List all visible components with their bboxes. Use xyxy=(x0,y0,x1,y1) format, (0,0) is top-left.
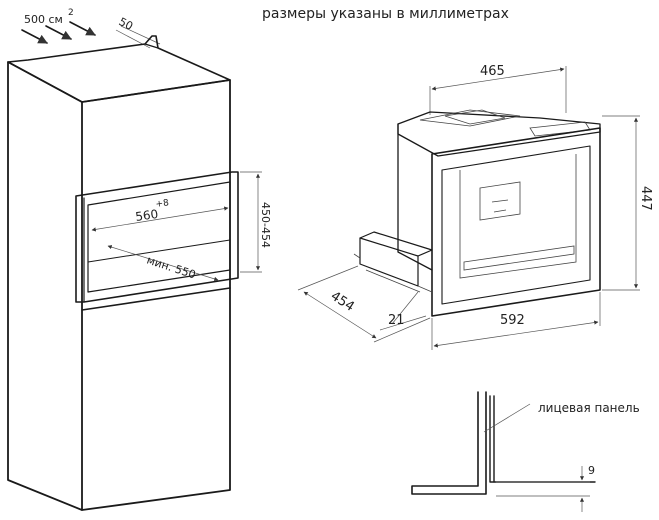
niche-opening xyxy=(75,171,239,303)
vent-gap-dim-line xyxy=(120,25,161,45)
front-frame-outer xyxy=(431,127,601,317)
panel-detail: лицевая панель 9 xyxy=(411,391,640,512)
depth-dim xyxy=(303,291,377,339)
machine-drawing: 465 447 592 454 xyxy=(297,64,653,350)
drip-tray xyxy=(463,245,575,271)
width-top-dim xyxy=(431,67,565,91)
bean-hopper xyxy=(419,109,521,127)
panel-label: лицевая панель xyxy=(538,401,640,415)
machine-left-side xyxy=(397,123,433,271)
offset-label: 21 xyxy=(388,313,405,328)
rail-top xyxy=(359,231,433,257)
cabinet-drawing: 500 см 2 50 560 +8 мин. 550 450-454 xyxy=(7,8,272,511)
niche-depth-dim xyxy=(107,245,219,281)
niche-depth-label: мин. 550 xyxy=(145,253,197,281)
bean-hopper-lid xyxy=(444,109,506,125)
gap-label: 9 xyxy=(588,464,595,477)
depth-ext-back xyxy=(373,317,431,343)
niche-width-tolerance: +8 xyxy=(155,198,170,210)
vent-gap-label: 50 xyxy=(117,15,135,33)
width-top-label: 465 xyxy=(480,64,505,79)
niche-height-label: 450-454 xyxy=(259,202,272,248)
offset-ext xyxy=(391,291,419,325)
coffee-spout xyxy=(479,181,521,221)
front-frame-inner xyxy=(441,145,591,305)
vent-area-label: 500 см xyxy=(24,13,63,26)
cabinet-front xyxy=(81,79,231,511)
offset-dim xyxy=(379,315,427,331)
cabinet-top xyxy=(7,35,231,103)
lower-panel-top xyxy=(81,287,231,311)
niche-back xyxy=(87,181,231,293)
units-note: размеры указаны в миллиметрах xyxy=(262,6,509,22)
cabinet-left-side xyxy=(7,61,83,511)
panel-profile xyxy=(411,391,487,495)
depth-ext-front xyxy=(297,265,359,291)
dispenser-recess xyxy=(459,154,577,279)
panel-leader xyxy=(483,403,531,433)
width-front-dim xyxy=(433,320,599,348)
niche-width-dim xyxy=(91,206,229,232)
rail-end xyxy=(417,285,433,293)
height-label: 447 xyxy=(638,186,653,211)
rail-front xyxy=(359,237,419,287)
width-front-label: 592 xyxy=(500,313,525,328)
spout-nozzles xyxy=(491,199,509,213)
rail-slide xyxy=(353,253,421,293)
vent-area-superscript: 2 xyxy=(68,8,74,18)
depth-label: 454 xyxy=(328,289,357,315)
vent-gap-dim-line-2 xyxy=(115,29,151,49)
ventilation-arrows xyxy=(21,21,96,44)
vent-slot xyxy=(144,43,159,49)
niche-width-label: 560 xyxy=(134,207,159,224)
